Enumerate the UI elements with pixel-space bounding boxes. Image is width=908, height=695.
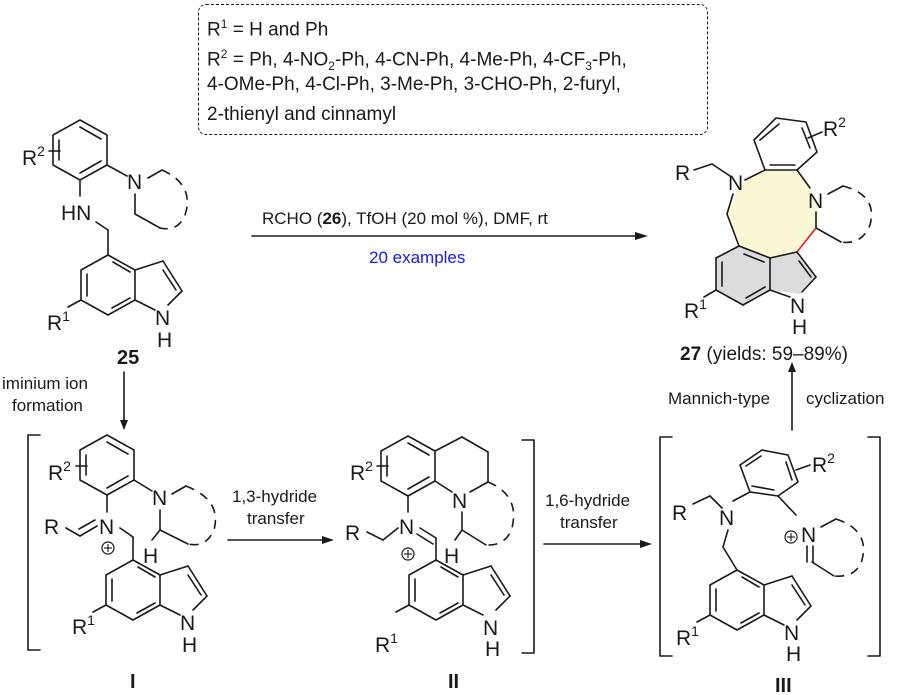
bracket-right xyxy=(867,436,881,657)
intermediate-III: R2 N R N N H R1 III xyxy=(659,436,881,695)
ring-dashed-arc xyxy=(159,169,189,230)
indole-n: N xyxy=(155,307,170,330)
benzene-ring xyxy=(79,434,135,496)
indole-h: H xyxy=(485,638,500,661)
indole-n: N xyxy=(180,612,195,635)
r1-label: R1 xyxy=(684,296,707,323)
ring-dashed-arc xyxy=(185,485,217,546)
bracket-right xyxy=(521,439,535,654)
r2-label: R2 xyxy=(812,450,835,477)
r1-label: R1 xyxy=(375,630,398,657)
indole-n: N xyxy=(483,617,498,640)
step3-label-line2: transfer xyxy=(560,513,618,532)
h-atom: H xyxy=(444,545,459,568)
intermediate-III-label: III xyxy=(775,675,792,695)
iminium-n: N xyxy=(399,516,414,539)
intermediate-I-label: I xyxy=(130,671,136,693)
n-atom: N xyxy=(719,507,734,530)
nine-membered-ring-highlight xyxy=(728,170,818,258)
step3-label-line1: 1,6-hydride xyxy=(545,491,630,510)
r1-label: R1 xyxy=(72,612,95,639)
r1-label: R1 xyxy=(47,308,70,335)
step4-label-left: Mannich-type xyxy=(668,389,770,408)
r1-label: R1 xyxy=(676,623,699,650)
ring-dashed-arc xyxy=(485,481,515,546)
step1-label-line1: iminium ion xyxy=(2,374,88,393)
indole-h: H xyxy=(786,643,801,666)
n-atom: N xyxy=(728,172,743,195)
indole-h: H xyxy=(182,634,197,657)
indole-n: N xyxy=(790,295,805,318)
step1-label-line2: formation xyxy=(12,396,83,415)
n-atom: N xyxy=(808,190,823,213)
r-label: R xyxy=(672,502,687,525)
bracket-left xyxy=(27,434,41,651)
hn-group: HN xyxy=(61,202,91,225)
r2-label: R2 xyxy=(48,458,71,485)
iminium-n: N xyxy=(99,516,114,539)
new-cc-bond xyxy=(796,227,817,253)
bracket-left xyxy=(659,436,673,657)
indole-benzene xyxy=(709,569,765,631)
ring-dashed-arc xyxy=(840,185,873,244)
compound-27-label: 27 (yields: 59–89%) xyxy=(680,344,848,365)
compound-25-label: 25 xyxy=(117,347,139,369)
r-label: R xyxy=(345,522,360,545)
ring-dashed-arc xyxy=(833,518,865,577)
n-atom: N xyxy=(152,487,167,510)
r2-label: R2 xyxy=(22,143,45,170)
h-atom: H xyxy=(143,545,158,568)
indole-benzene xyxy=(408,559,464,621)
step2-label-line2: transfer xyxy=(247,509,305,528)
intermediate-II-label: II xyxy=(448,671,459,693)
r2-label: R2 xyxy=(823,114,846,141)
indole-highlight xyxy=(716,246,770,305)
n-atom: N xyxy=(127,171,142,194)
indole-n: N xyxy=(784,622,799,645)
compound-27: R2 N R N N H R1 27 (yi xyxy=(675,114,873,365)
step2-label-line1: 1,3-hydride xyxy=(232,487,317,506)
r2-definition-cont: 4-OMe-Ph, 4-Cl-Ph, 3-Me-Ph, 3-CHO-Ph, 2-… xyxy=(207,74,621,95)
reaction-conditions: RCHO (26), TfOH (20 mol %), DMF, rt xyxy=(262,209,548,228)
r-label: R xyxy=(675,162,690,185)
examples-count: 20 examples xyxy=(369,248,465,267)
intermediate-II: R2 N H N R N H R1 xyxy=(345,435,535,693)
intermediate-I: R2 N H N R N H R1 I xyxy=(27,434,217,693)
r2-definition: R2 = Ph, 4-NO2-Ph, 4-CN-Ph, 4-Me-Ph, 4-C… xyxy=(207,47,627,74)
iminium-n: N xyxy=(801,524,816,547)
benzene-ring xyxy=(52,119,108,181)
r2-definition-end: 2-thienyl and cinnamyl xyxy=(207,104,397,125)
indole-h: H xyxy=(792,316,807,339)
compound-25: R2 N HN N H R1 25 xyxy=(22,119,189,369)
n-atom: N xyxy=(452,490,467,513)
indole-h: H xyxy=(157,329,172,352)
substituent-box: R1 = H and Ph R2 = Ph, 4-NO2-Ph, 4-CN-Ph… xyxy=(198,4,708,135)
r2-label: R2 xyxy=(350,458,373,485)
r1-definition: R1 = H and Ph xyxy=(207,17,329,41)
r-label: R xyxy=(44,516,59,539)
benzene-ring xyxy=(380,435,436,497)
step4-label-right: cyclization xyxy=(806,389,884,408)
indole-benzene xyxy=(80,254,136,316)
indole-benzene xyxy=(105,559,161,621)
